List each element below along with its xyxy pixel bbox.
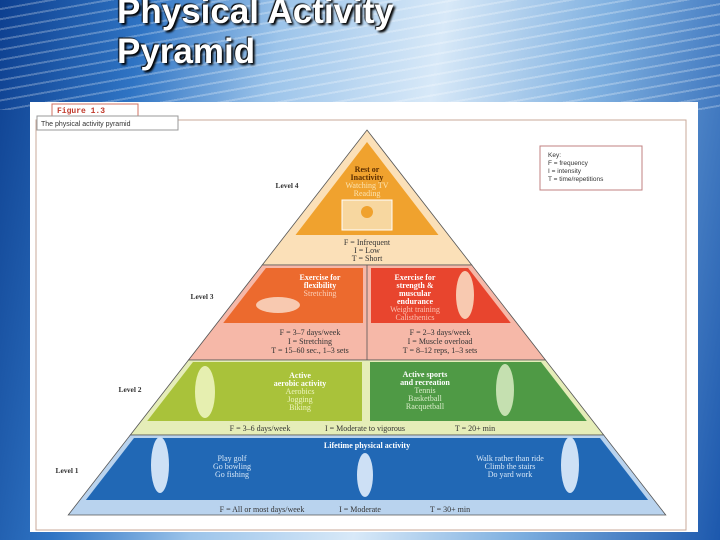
level1-right-example: Walk rather than ride	[476, 454, 544, 463]
level1-left-example: Go fishing	[215, 470, 249, 479]
golfer-figure-icon	[151, 437, 169, 493]
level4-box	[295, 142, 439, 235]
level2-fit: I = Moderate to vigorous	[325, 424, 405, 433]
level1-left-example: Go bowling	[213, 462, 251, 471]
level3-left-example: Stretching	[304, 289, 337, 298]
level3-left-fit: T = 15–60 sec., 1–3 sets	[271, 346, 348, 355]
level2-left-example: Biking	[289, 403, 311, 412]
runner-figure-icon	[195, 366, 215, 418]
level2-left-title: Active	[289, 371, 311, 380]
level2-left-title: aerobic activity	[274, 379, 327, 388]
level2-label: Level 2	[118, 385, 141, 394]
level4-example: Watching TV	[346, 181, 389, 190]
level1-fit: I = Moderate	[339, 505, 381, 514]
key-box	[539, 145, 643, 191]
level4-example: Reading	[354, 189, 381, 198]
level3-left-title: flexibility	[304, 281, 336, 290]
level3-right-fit: T = 8–12 reps, 1–3 sets	[403, 346, 478, 355]
level1-title: Lifetime physical activity	[324, 441, 410, 450]
person-head-icon	[361, 206, 373, 218]
level1-right-example: Climb the stairs	[485, 462, 536, 471]
level4-fit: I = Low	[354, 246, 380, 255]
level1-left-example: Play golf	[217, 454, 246, 463]
level2-fit: F = 3–6 days/week	[230, 424, 291, 433]
key-line: T = time/repetitions	[548, 176, 604, 183]
level2-right-example: Tennis	[414, 386, 435, 395]
walker-figure-icon	[561, 437, 579, 493]
level2-right-title: Active sports	[403, 370, 448, 379]
level3-left-title: Exercise for	[300, 273, 341, 282]
figure-caption: The physical activity pyramid	[41, 121, 131, 128]
level3-right-box	[371, 268, 511, 323]
level1-right-example: Do yard work	[488, 470, 532, 479]
level1-fit: F = All or most days/week	[220, 505, 305, 514]
level3-right-title: Exercise for	[395, 273, 436, 282]
level4-label: Level 4	[275, 181, 298, 190]
level3-right-title: strength &	[397, 281, 434, 290]
level2-right-box	[370, 362, 587, 421]
level3-right-example: Weight training	[390, 305, 440, 314]
key-line: F = frequency	[548, 160, 589, 167]
weightlifter-figure-icon	[456, 271, 474, 319]
level4-title: Rest or	[355, 165, 380, 174]
figure-frame	[35, 119, 687, 531]
level3-right-example: Calisthenics	[395, 313, 434, 322]
tennis-player-figure-icon	[496, 364, 514, 416]
level3-right-title: endurance	[397, 297, 433, 306]
background-streaks	[0, 0, 720, 110]
level2-right-title: and recreation	[400, 378, 450, 387]
stair-climber-figure-icon	[357, 453, 373, 497]
level3-label: Level 3	[190, 292, 213, 301]
level4-fit: F = Infrequent	[344, 238, 391, 247]
level1-label: Level 1	[55, 466, 78, 475]
caption-box	[36, 115, 179, 131]
level3-right-fit: I = Muscle overload	[408, 337, 473, 346]
key-line: I = intensity	[548, 168, 582, 175]
level3-right-title: muscular	[399, 289, 431, 298]
level3-left-box	[223, 268, 363, 323]
level3-right-fit: F = 2–3 days/week	[410, 328, 471, 337]
level1-fit: T = 30+ min	[430, 505, 470, 514]
level2-right-example: Basketball	[408, 394, 443, 403]
level3-left-fit: I = Stretching	[288, 337, 332, 346]
level2-fit: T = 20+ min	[455, 424, 495, 433]
level3-left-fit: F = 3–7 days/week	[280, 328, 341, 337]
level4-title: Inactivity	[351, 173, 384, 182]
title-line-2: Pyramid	[117, 32, 256, 71]
title-line-1: Physical Activity	[117, 0, 394, 31]
level4-fit: T = Short	[352, 254, 383, 263]
level2-right-example: Racquetball	[406, 402, 445, 411]
level2-left-box	[147, 362, 362, 421]
stretching-figure-icon	[256, 297, 300, 313]
level2-left-example: Aerobics	[286, 387, 315, 396]
key-line: Key:	[548, 152, 561, 159]
level2-left-example: Jogging	[287, 395, 312, 404]
figure-number: Figure 1.3	[57, 107, 105, 116]
